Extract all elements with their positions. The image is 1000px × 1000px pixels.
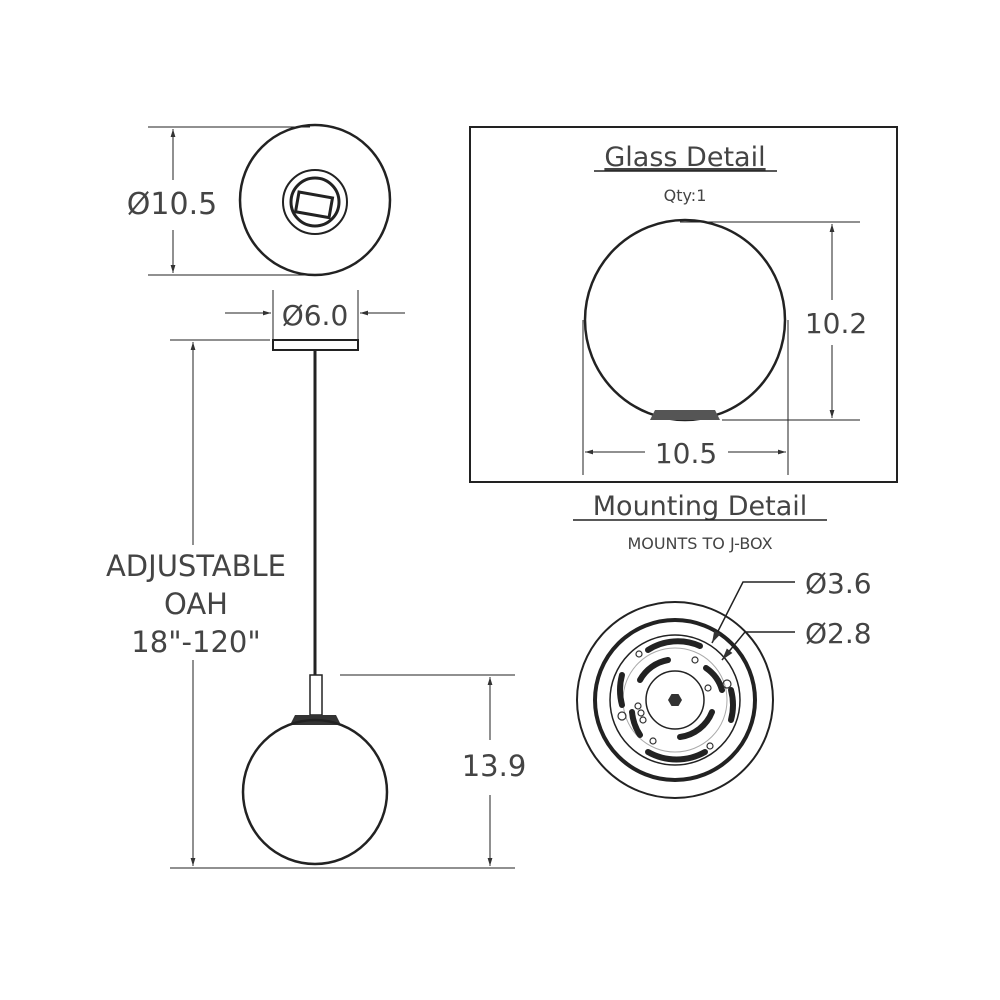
center-nut <box>668 694 682 706</box>
socket-top <box>282 169 348 235</box>
globe-top-outline <box>238 123 392 277</box>
oah-label-line2: OAH <box>164 587 228 621</box>
mounting-detail-title: Mounting Detail <box>593 491 808 522</box>
canopy <box>272 339 359 351</box>
side-view: ADJUSTABLE OAH 18"-120" 13.9 <box>106 339 527 869</box>
outer-diameter-label: Ø3.6 <box>805 567 872 600</box>
glass-detail-frame <box>469 126 898 483</box>
glass-qty: Qty:1 <box>664 186 707 205</box>
canopy-outer <box>576 601 774 799</box>
top-diameter-label: Ø10.5 <box>127 187 217 222</box>
inner-diameter-label: Ø2.8 <box>805 617 872 650</box>
globe <box>241 718 389 866</box>
glass-detail: Glass Detail Qty:1 10.2 10.5 <box>469 126 898 483</box>
mounting-detail: Mounting Detail MOUNTS TO J-BOX Ø3.6 Ø2.… <box>573 491 872 799</box>
canopy-ring <box>593 618 757 782</box>
top-view: Ø10.5 Ø6.0 <box>127 123 405 340</box>
globe-height-label: 13.9 <box>462 749 527 783</box>
oah-label-line1: ADJUSTABLE <box>106 549 286 583</box>
canopy-diameter-label: Ø6.0 <box>282 299 349 332</box>
oah-label-line3: 18"-120" <box>131 625 260 659</box>
glass-width-label: 10.5 <box>655 437 717 470</box>
glass-height-label: 10.2 <box>805 307 867 340</box>
glass-detail-title: Glass Detail <box>604 142 765 173</box>
glass-globe <box>583 218 787 422</box>
mounting-subtitle: MOUNTS TO J-BOX <box>627 534 772 553</box>
